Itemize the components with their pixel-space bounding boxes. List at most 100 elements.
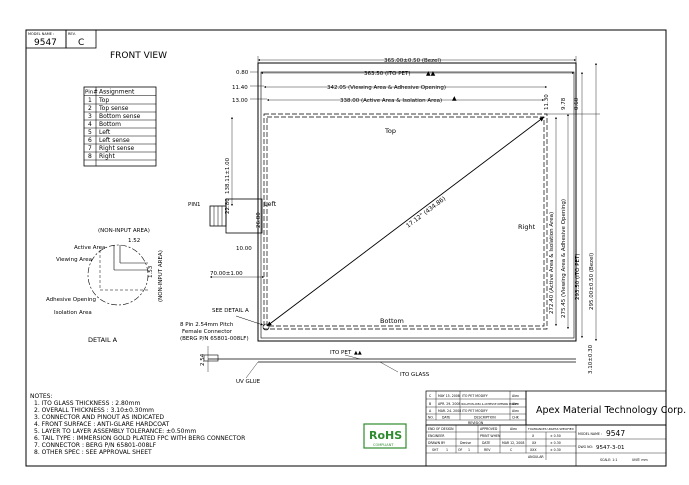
svg-text:Right sense: Right sense (99, 145, 134, 152)
svg-text:DATE: DATE (442, 416, 450, 420)
detail-a-title: DETAIL A (88, 336, 118, 344)
see-detail-label: SEE DETAIL A (212, 308, 249, 314)
svg-text:▲▲: ▲▲ (426, 70, 436, 77)
svg-text:4. FRONT SURFACE : ANTI-GLARE: 4. FRONT SURFACE : ANTI-GLARE HARDCOAT (34, 421, 169, 428)
svg-text:11.30: 11.30 (544, 94, 550, 110)
svg-text:1: 1 (468, 448, 470, 452)
svg-text:2.54: 2.54 (200, 353, 206, 366)
svg-text:C: C (429, 394, 432, 398)
svg-text:293.50 (ITO PET): 293.50 (ITO PET) (575, 254, 581, 301)
svg-text:MAR 12, 2008: MAR 12, 2008 (502, 441, 524, 445)
sheet-border (25, 29, 667, 467)
svg-text:9547: 9547 (606, 429, 625, 438)
svg-text:X: X (532, 434, 535, 438)
diagonal-dim: 17.12" (434.86) (405, 195, 447, 229)
svg-text:2. OVERALL THICKNESS : 3.10±0.: 2. OVERALL THICKNESS : 3.10±0.30mm (34, 407, 154, 414)
svg-text:Active Area: Active Area (74, 245, 105, 251)
svg-text:C: C (78, 38, 84, 48)
svg-text:Alex: Alex (512, 409, 519, 413)
svg-text:DWG NO:: DWG NO: (578, 445, 593, 449)
notes: NOTES: 1. ITO GLASS THICKNESS : 2.80mm 2… (30, 393, 245, 456)
front-view-title: FRONT VIEW (110, 51, 167, 61)
svg-text:SCALE: 1:1: SCALE: 1:1 (600, 458, 617, 462)
svg-text:138.11±1.00: 138.11±1.00 (225, 157, 231, 194)
svg-text:MODEL NAME :: MODEL NAME : (578, 432, 602, 436)
svg-text:CHK: CHK (512, 416, 520, 420)
svg-text:Right: Right (99, 153, 115, 160)
svg-text:ITO PET MODIFY: ITO PET MODIFY (462, 409, 488, 413)
svg-text:A: A (429, 409, 432, 413)
svg-text:PRINT WHEN: PRINT WHEN (480, 434, 501, 438)
svg-text:OF: OF (458, 448, 463, 452)
header-box: MODEL NAME : 9547 REV. C (25, 29, 97, 49)
svg-text:(NON-INPUT AREA): (NON-INPUT AREA) (98, 228, 150, 234)
svg-text:(NON-INPUT AREA): (NON-INPUT AREA) (158, 250, 164, 302)
svg-text:9547: 9547 (34, 38, 57, 48)
svg-text:5: 5 (88, 129, 92, 136)
svg-text:275.45 (Viewing Area & Adhesiv: 275.45 (Viewing Area & Adhesive Opening) (561, 199, 567, 318)
svg-text:XX: XX (532, 441, 537, 445)
svg-text:NO.: NO. (428, 416, 434, 420)
title-block: Apex Material Technology Corp. END OF DE… (425, 390, 686, 467)
svg-text:Alex: Alex (512, 394, 519, 398)
svg-text:REV.: REV. (68, 32, 76, 36)
svg-text:9.78: 9.78 (561, 97, 567, 110)
svg-text:2: 2 (88, 105, 92, 112)
edge-label-bottom: Bottom (380, 317, 404, 325)
svg-text:Top sense: Top sense (98, 105, 129, 112)
svg-text:B: B (429, 402, 431, 406)
svg-text:Left: Left (99, 129, 111, 136)
svg-text:4: 4 (88, 121, 92, 128)
edge-label-top: Top (384, 127, 396, 135)
svg-text:272.40 (Active Area & Isolatio: 272.40 (Active Area & Isolation Area) (549, 212, 555, 314)
svg-text:7: 7 (88, 145, 92, 152)
svg-text:(BERG P/N 65801-008LF): (BERG P/N 65801-008LF) (180, 336, 249, 342)
svg-text:8 Pin 2.54mm Pitch: 8 Pin 2.54mm Pitch (180, 322, 234, 328)
svg-text:REVISION: REVISION (468, 421, 484, 425)
svg-text:C: C (510, 448, 513, 452)
svg-text:REV: REV (484, 448, 491, 452)
svg-text:295.00±0.50 (Bezel): 295.00±0.50 (Bezel) (589, 253, 595, 310)
svg-text:DRAWN BY: DRAWN BY (428, 441, 445, 445)
pin-header-assignment: Assignment (99, 89, 135, 96)
svg-text:▲: ▲ (452, 95, 457, 102)
svg-text:TOLERANCES UNLESS SPECIFIED: TOLERANCES UNLESS SPECIFIED (527, 427, 574, 431)
svg-text:13.00: 13.00 (232, 98, 248, 104)
svg-text:342.05 (Viewing Area & Adhesiv: 342.05 (Viewing Area & Adhesive Opening) (327, 85, 446, 91)
svg-text:1: 1 (88, 97, 92, 104)
right-offsets: 11.30 9.78 0.60 (544, 94, 600, 115)
svg-text:0.60: 0.60 (574, 97, 580, 110)
svg-text:11.40: 11.40 (232, 85, 248, 91)
svg-text:± 0.30: ± 0.30 (550, 441, 561, 445)
top-dimensions: 365.00±0.50 (Bezel) 363.50 (ITO PET) ▲▲ … (232, 56, 577, 104)
svg-text:APPROVED: APPROVED (480, 427, 498, 431)
svg-text:Alex: Alex (510, 427, 517, 431)
svg-text:ISOLATION AREA & ADHESIVE OPEN: ISOLATION AREA & ADHESIVE OPENING MODIFY (461, 403, 519, 406)
svg-text:Alex: Alex (512, 402, 519, 406)
svg-text:22.80: 22.80 (225, 198, 231, 214)
svg-text:8. OTHER SPEC : SEE APPROVAL S: 8. OTHER SPEC : SEE APPROVAL SHEET (34, 449, 152, 456)
detail-a: (NON-INPUT AREA) Active Area Viewing Are… (46, 228, 164, 344)
svg-text:70.00±1.00: 70.00±1.00 (210, 271, 243, 277)
right-dimensions: 272.40 (Active Area & Isolation Area) 27… (549, 63, 597, 341)
svg-text:338.00 (Active Area & Isolatio: 338.00 (Active Area & Isolation Area) (340, 98, 442, 104)
svg-text:COMPLIANT: COMPLIANT (373, 443, 394, 447)
svg-text:END OF DESIGN: END OF DESIGN (428, 427, 454, 431)
edge-label-right: Right (518, 223, 536, 231)
svg-text:APR. 29. 2008: APR. 29. 2008 (438, 402, 460, 406)
svg-text:26.80: 26.80 (256, 212, 262, 228)
svg-text:RoHS: RoHS (369, 429, 402, 442)
svg-text:▲▲: ▲▲ (354, 350, 362, 356)
svg-text:3. CONNECTOR AND PINOUT AS IND: 3. CONNECTOR AND PINOUT AS INDICATED (34, 414, 164, 421)
svg-text:Viewing Area: Viewing Area (56, 257, 92, 263)
svg-text:3.10±0.30: 3.10±0.30 (588, 344, 594, 374)
svg-text:Female Connector: Female Connector (182, 329, 233, 335)
svg-text:NOTES:: NOTES: (30, 393, 53, 400)
svg-text:ITO GLASS: ITO GLASS (400, 372, 430, 378)
pin1-label: PIN1 (188, 202, 201, 208)
svg-text:DESCRIPTION: DESCRIPTION (474, 416, 496, 420)
svg-text:6: 6 (88, 137, 92, 144)
tail-dimensions: 138.11±1.00 22.80 26.80 10.00 70.00±1.00 (210, 117, 264, 278)
